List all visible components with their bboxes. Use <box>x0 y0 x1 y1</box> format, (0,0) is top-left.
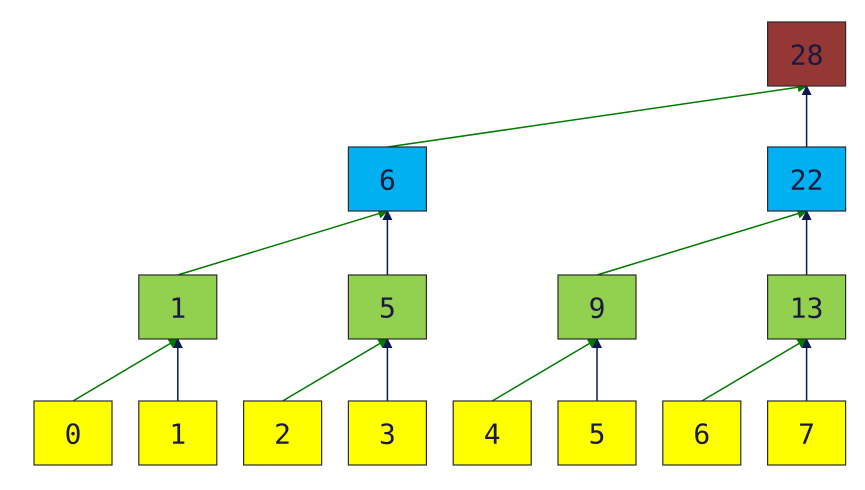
level1-node: 9 <box>557 274 637 340</box>
level1-node: 13 <box>766 274 847 340</box>
leaves-node-box <box>557 400 637 466</box>
leaves-node-label: 0 <box>65 418 82 451</box>
root-node-label: 28 <box>790 39 824 72</box>
level2-node-label: 6 <box>379 164 396 197</box>
leaves-node-label: 2 <box>274 418 291 451</box>
level1-node-box <box>347 274 427 340</box>
edge-left-child-arrow <box>491 338 598 402</box>
level1-node-label: 13 <box>790 292 824 325</box>
leaves-node: 0 <box>33 400 113 466</box>
leaves-node: 2 <box>243 400 323 466</box>
leaves-node-label: 7 <box>798 418 815 451</box>
leaves-node-box <box>347 400 427 466</box>
level2-node-box <box>766 146 847 212</box>
level2-node: 22 <box>766 146 847 212</box>
edge-left-child-arrow <box>596 208 808 276</box>
level1-node-label: 1 <box>169 292 186 325</box>
level2-node: 6 <box>347 146 427 212</box>
leaves-node: 7 <box>766 400 847 466</box>
level1-node-label: 5 <box>379 292 396 325</box>
level2-node-box <box>347 146 427 212</box>
level1-node: 1 <box>138 274 218 340</box>
leaves-node-box <box>766 400 847 466</box>
leaves-node: 3 <box>347 400 427 466</box>
level1-node: 5 <box>347 274 427 340</box>
root-node: 28 <box>766 21 847 87</box>
leaves-node-box <box>452 400 532 466</box>
leaves-node-label: 6 <box>693 418 710 451</box>
leaves-node: 6 <box>662 400 742 466</box>
level1-node-label: 9 <box>589 292 606 325</box>
edge-left-child-arrow <box>177 208 389 276</box>
nodes-layer: 0 1 2 3 4 5 6 7 1 5 9 13 6 22 28 <box>33 21 847 466</box>
leaves-node: 5 <box>557 400 637 466</box>
leaves-node-label: 1 <box>169 418 186 451</box>
leaves-node-box <box>33 400 113 466</box>
leaves-node-label: 4 <box>484 418 501 451</box>
level1-node-box <box>766 274 847 340</box>
leaves-node: 1 <box>138 400 218 466</box>
leaves-node-label: 5 <box>589 418 606 451</box>
leaves-node-box <box>662 400 742 466</box>
level1-node-box <box>138 274 218 340</box>
level2-node-label: 22 <box>790 164 824 197</box>
leaves-node: 4 <box>452 400 532 466</box>
edge-left-child-arrow <box>72 338 179 402</box>
edge-left-child-arrow <box>282 338 389 402</box>
edge-left-child-arrow <box>701 338 808 402</box>
edge-left-child-arrow <box>387 82 808 148</box>
edges-layer <box>72 82 812 402</box>
leaves-node-label: 3 <box>379 418 396 451</box>
root-node-box <box>766 21 847 87</box>
leaves-node-box <box>138 400 218 466</box>
leaves-node-box <box>243 400 323 466</box>
level1-node-box <box>557 274 637 340</box>
